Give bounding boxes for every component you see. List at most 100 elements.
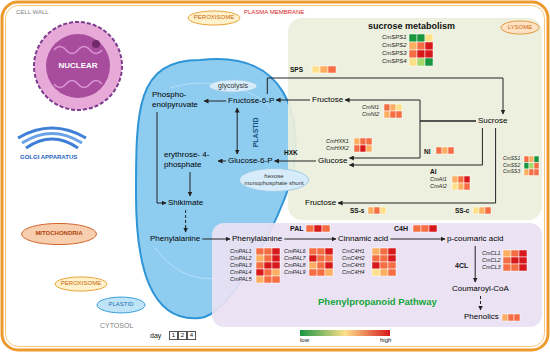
gene-label: CmPAL9 (284, 269, 306, 275)
plastid-small: PLASTID (96, 296, 146, 314)
gene-label: CmC4H2 (342, 255, 365, 261)
heatmap-cell (322, 225, 330, 232)
node-label: CYTOSOL (100, 322, 133, 331)
heatmap-cell (366, 145, 372, 152)
heatmap-cell (325, 255, 333, 262)
heatmap-cell (256, 269, 264, 276)
heatmap-cell (503, 264, 511, 271)
day-box: 1 (169, 331, 178, 340)
node-label: Phenylpropanoid Pathway (318, 296, 437, 308)
heatmap-cell (256, 255, 264, 262)
heatmap-cell (511, 257, 519, 264)
gene-label: CmPAL1 (230, 248, 252, 254)
gene-label: CmSPS3 (382, 50, 407, 57)
gene-label: CmPAL2 (230, 255, 252, 261)
mitochondria: MITOCHONDRIA (20, 222, 98, 246)
heatmap-cell (448, 147, 454, 154)
metabolite-name: Fructose (305, 198, 336, 208)
heatmap-cell (425, 34, 433, 42)
enzyme-label: AI (430, 168, 437, 175)
metabolite-name: Cinnamic acid (338, 234, 388, 244)
heatmap-cell (272, 248, 280, 255)
heatmap-cell (511, 264, 519, 271)
heatmap-cell (388, 269, 396, 276)
legend-label: low (300, 337, 309, 344)
heatmap-cell (534, 156, 539, 163)
heatmap-cell (317, 262, 325, 269)
pathway-arrow (237, 108, 238, 154)
heatmap-cell (272, 269, 280, 276)
heatmap-cell (409, 50, 417, 58)
gene-label: CmHXK1 (326, 138, 349, 144)
heatmap-cell (514, 314, 520, 321)
heatmap-cell (417, 42, 425, 50)
peroxisome: PEROXISOME (54, 276, 108, 292)
heatmap-cell (320, 66, 328, 73)
pathway-arrow (390, 239, 445, 240)
heatmap-cell (264, 269, 272, 276)
node-label: NUCLEAR (58, 61, 97, 71)
pathway-arrow (185, 210, 186, 232)
enzyme-label: C4H (394, 225, 408, 233)
heatmap-cell (479, 207, 485, 214)
heatmap-cell (529, 163, 534, 170)
heatmap-cell (529, 156, 534, 163)
heatmap-cell (372, 269, 380, 276)
metabolite-name: p-coumaric acid (447, 234, 503, 244)
metabolite: Shikimate (168, 198, 203, 208)
glycolysis-oval: glycolysis (208, 79, 258, 93)
gene-label: CmCL1 (482, 250, 501, 256)
gene-label: CmSS2 (503, 163, 520, 169)
heatmap-cell (380, 248, 388, 255)
metabolite: Fructose-6-P (228, 96, 274, 106)
metabolite: p-coumaric acid (447, 234, 503, 244)
metabolite: Glucose (318, 156, 347, 166)
heatmap-cell (442, 147, 448, 154)
metabolite-name: Glucose (318, 156, 347, 166)
heatmap-cell (503, 250, 511, 257)
heatmap-cell (309, 262, 317, 269)
gene-label: CmNI1 (362, 104, 379, 110)
heatmap-cell (429, 225, 437, 232)
pathway-arrow (349, 121, 476, 158)
heatmap-cell (524, 169, 529, 176)
golgi-apparatus: GOLGI APPARATUS (12, 124, 92, 164)
heatmap-cell (452, 183, 458, 190)
heatmap-cell (396, 104, 402, 111)
day-box: 2 (178, 331, 187, 340)
gene-label: CmSPS2 (382, 42, 407, 49)
heatmap-cell (272, 276, 280, 283)
gene-label: CmSS3 (503, 169, 520, 175)
heatmap-cell (458, 183, 464, 190)
legend-label: high (380, 337, 391, 344)
heatmap-cell (417, 58, 425, 66)
gene-label: CmPAL5 (230, 276, 252, 282)
metabolite: Coumaroyl-CoA (452, 284, 509, 294)
heatmap-cell (384, 104, 390, 111)
heatmap-cell (272, 262, 280, 269)
heatmap-cell (534, 169, 539, 176)
heatmap-cell (421, 225, 429, 232)
metabolite: Phenolics (464, 312, 499, 322)
heatmap-cell (309, 248, 317, 255)
heatmap-cell (452, 176, 458, 183)
gene-label: CmCL3 (482, 264, 501, 270)
heatmap-cell (417, 34, 425, 42)
lysome: LYSOME (500, 20, 540, 35)
metabolite-name: Phenolics (464, 312, 499, 322)
heatmap-cell (508, 314, 514, 321)
heatmap-cell (354, 145, 360, 152)
gene-label: CmCL2 (482, 257, 501, 263)
day-box: 4 (187, 331, 196, 340)
gene-label: CmPAL7 (284, 255, 306, 261)
enzyme-label: PAL (290, 225, 303, 233)
heatmap-cell (503, 257, 511, 264)
heatmap-cell (524, 163, 529, 170)
heatmap-cell (417, 50, 425, 58)
heatmap-cell (473, 207, 479, 214)
metabolite: Phenylalanine (232, 234, 282, 244)
heatmap-cell (380, 207, 386, 214)
heatmap-cell (502, 314, 508, 321)
pathway-arrow (276, 100, 310, 101)
heatmap-cell (372, 255, 380, 262)
